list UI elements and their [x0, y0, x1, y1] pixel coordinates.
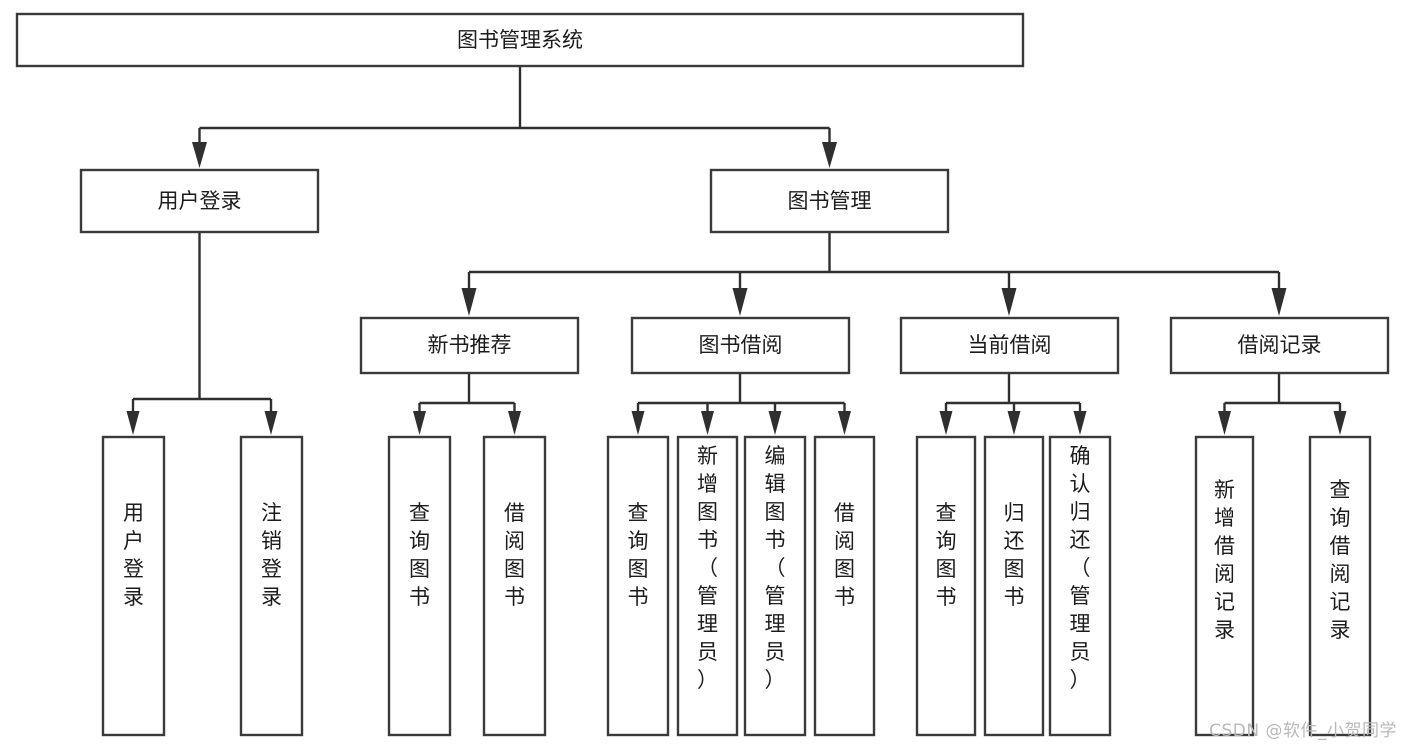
node-leaf-user-login[interactable]: 用户登录: [101, 435, 166, 737]
node-leaf-add-record[interactable]: 新增借阅记录: [1194, 435, 1255, 737]
arrow-to-leaf-query-record: [1333, 411, 1347, 435]
node-borrow-record-label: 借阅记录: [1238, 333, 1322, 357]
node-current-borrow-label: 当前借阅: [968, 333, 1052, 357]
arrow-to-book-borrow: [732, 288, 748, 316]
node-new-book-rec-label: 新书推荐: [428, 333, 512, 357]
node-borrow-record[interactable]: 借阅记录: [1169, 316, 1390, 375]
arrow-to-leaf-borrow-book-rec: [508, 411, 521, 435]
node-leaf-query-book-rec-box[interactable]: [387, 435, 452, 737]
node-leaf-confirm-return[interactable]: 确认归还（管理员）: [1048, 435, 1112, 737]
node-new-book-rec[interactable]: 新书推荐: [359, 316, 580, 375]
node-leaf-confirm-return-label: 确认归还（管理员）: [1070, 444, 1091, 692]
node-root-label: 图书管理系统: [457, 28, 583, 52]
arrow-to-leaf-add-book: [701, 411, 714, 435]
node-book-borrow-label: 图书借阅: [699, 333, 783, 357]
node-leaf-borrow-book-rec-label: 借阅图书: [504, 501, 525, 609]
arrow-to-new-book-rec: [461, 288, 477, 316]
node-root[interactable]: 图书管理系统: [15, 12, 1025, 68]
node-book-borrow-box[interactable]: [630, 316, 851, 375]
node-leaf-return-book-box[interactable]: [983, 435, 1045, 737]
node-leaf-add-book-box[interactable]: [676, 435, 739, 737]
node-current-borrow[interactable]: 当前借阅: [899, 316, 1120, 375]
arrow-to-leaf-logout: [264, 411, 278, 435]
arrow-to-user-login: [192, 142, 207, 168]
node-leaf-borrow-book-label: 借阅图书: [834, 501, 855, 609]
node-user-login-label: 用户登录: [158, 189, 242, 213]
arrow-to-leaf-query-book-rec: [413, 411, 426, 435]
node-leaf-user-login-label: 用户登录: [123, 501, 144, 609]
node-leaf-edit-book-label: 编辑图书（管理员）: [765, 444, 786, 692]
node-book-manage-label: 图书管理: [788, 189, 872, 213]
node-leaf-query-record[interactable]: 查询借阅记录: [1308, 435, 1372, 737]
node-leaf-return-book[interactable]: 归还图书: [983, 435, 1045, 737]
node-borrow-record-box[interactable]: [1169, 316, 1390, 375]
edge-layer: [126, 66, 1347, 435]
node-leaf-confirm-return-box[interactable]: [1048, 435, 1112, 737]
node-leaf-logout-box[interactable]: [239, 435, 304, 737]
csdn-watermark: CSDN @软件_小贺同学: [1209, 721, 1397, 741]
arrow-to-book-manage: [822, 142, 837, 168]
node-root-box[interactable]: [15, 12, 1025, 68]
node-leaf-query-book-rec[interactable]: 查询图书: [387, 435, 452, 737]
node-book-manage-box[interactable]: [709, 168, 950, 234]
node-leaf-borrow-book-rec[interactable]: 借阅图书: [482, 435, 547, 737]
arrow-to-current-borrow: [1001, 288, 1017, 316]
node-leaf-query-book-current-box[interactable]: [915, 435, 977, 737]
node-leaf-query-book-borrow-label: 查询图书: [628, 501, 649, 609]
node-leaf-query-book-current[interactable]: 查询图书: [915, 435, 977, 737]
node-user-login-box[interactable]: [79, 168, 320, 234]
node-book-manage[interactable]: 图书管理: [709, 168, 950, 234]
node-leaf-borrow-book-box[interactable]: [813, 435, 876, 737]
node-new-book-rec-box[interactable]: [359, 316, 580, 375]
node-leaf-add-book[interactable]: 新增图书（管理员）: [676, 435, 739, 737]
arrow-to-leaf-borrow-book: [838, 411, 851, 435]
arrow-to-leaf-add-record: [1218, 411, 1231, 435]
node-leaf-query-book-borrow-box[interactable]: [606, 435, 670, 737]
node-leaf-add-record-box[interactable]: [1194, 435, 1255, 737]
node-leaf-edit-book-box[interactable]: [743, 435, 807, 737]
node-leaf-logout-label: 注销登录: [261, 501, 282, 609]
node-leaf-query-book-current-label: 查询图书: [936, 501, 957, 609]
node-layer: 图书管理系统 用户登录 图书管理 新书推荐 图书借阅 当前: [15, 12, 1390, 737]
node-leaf-query-book-borrow[interactable]: 查询图书: [606, 435, 670, 737]
node-leaf-query-record-label: 查询借阅记录: [1330, 478, 1351, 642]
arrow-to-leaf-query-book-current: [939, 411, 953, 435]
arrow-to-leaf-confirm-return: [1073, 411, 1087, 435]
node-leaf-user-login-box[interactable]: [101, 435, 166, 737]
arrow-to-leaf-query-book-borrow: [631, 411, 645, 435]
node-leaf-borrow-book[interactable]: 借阅图书: [813, 435, 876, 737]
node-leaf-borrow-book-rec-box[interactable]: [482, 435, 547, 737]
arrow-to-borrow-record: [1271, 288, 1287, 316]
arrow-to-leaf-user-login: [126, 411, 140, 435]
arrow-to-leaf-return-book: [1007, 411, 1021, 435]
node-leaf-return-book-label: 归还图书: [1004, 501, 1025, 609]
node-current-borrow-box[interactable]: [899, 316, 1120, 375]
node-leaf-query-book-rec-label: 查询图书: [409, 501, 430, 609]
node-leaf-add-book-label: 新增图书（管理员）: [697, 444, 718, 692]
node-leaf-logout[interactable]: 注销登录: [239, 435, 304, 737]
node-leaf-edit-book[interactable]: 编辑图书（管理员）: [743, 435, 807, 737]
node-leaf-add-record-label: 新增借阅记录: [1214, 478, 1235, 642]
node-user-login[interactable]: 用户登录: [79, 168, 320, 234]
node-book-borrow[interactable]: 图书借阅: [630, 316, 851, 375]
node-leaf-query-record-box[interactable]: [1308, 435, 1372, 737]
arrow-to-leaf-edit-book: [768, 411, 782, 435]
